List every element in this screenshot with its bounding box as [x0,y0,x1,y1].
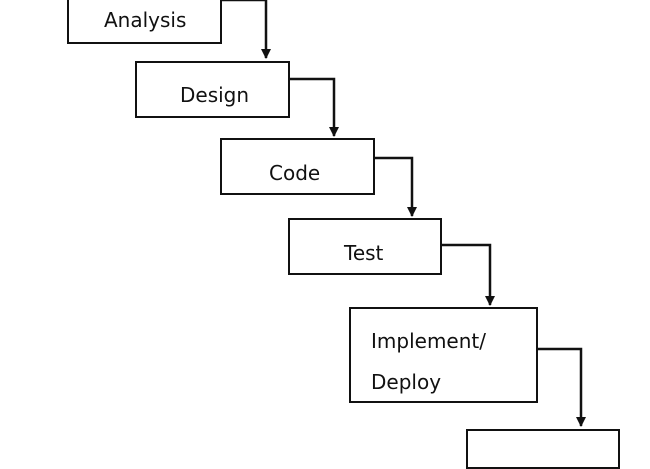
stage-analysis: Analysis [67,0,222,44]
stage-implement-label-line1: Implement/ [371,329,486,353]
stage-test-label: Test [344,241,384,265]
arrow-test-to-implement [442,243,495,306]
waterfall-diagram: Analysis Design Code Test Implement/ Dep… [67,0,620,469]
arrow-code-to-test [374,156,417,217]
connector-layer [222,0,586,427]
stage-analysis-label: Analysis [104,8,187,32]
stage-implement-deploy: Implement/ Deploy [349,307,538,403]
stage-test: Test [288,218,442,275]
stage-code: Code [220,138,375,195]
arrow-implement-to-next [538,347,586,427]
stage-code-label: Code [269,161,321,185]
stage-design: Design [135,61,290,118]
arrow-design-to-code [290,77,339,137]
stage-implement-label-line2: Deploy [371,370,442,394]
stage-design-label: Design [180,83,250,107]
arrow-analysis-to-design [222,0,271,59]
stage-next [466,429,620,469]
